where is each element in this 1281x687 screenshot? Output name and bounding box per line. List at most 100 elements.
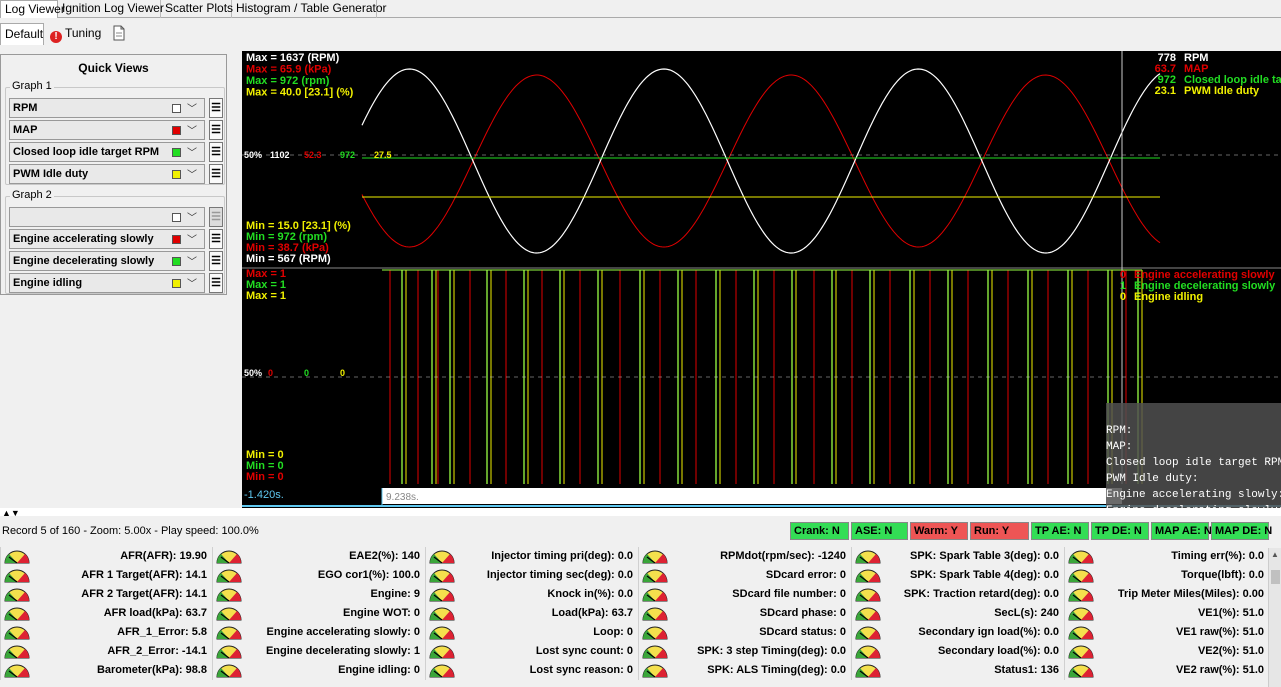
gauge-cell[interactable]: AFR_1_Error: 5.8	[0, 623, 211, 642]
gauge-cell[interactable]: AFR 1 Target(AFR): 14.1	[0, 566, 211, 585]
gauge-cell[interactable]: Engine decelerating slowly: 1	[212, 642, 424, 661]
gauge-cell[interactable]: VE2 raw(%): 51.0	[1064, 661, 1268, 680]
main-tab-bar: Log ViewerIgnition Log ViewerScatter Plo…	[0, 0, 1281, 18]
gauge-cell[interactable]: Knock in(%): 0.0	[425, 585, 637, 604]
chevron-down-icon[interactable]: ﹀	[187, 100, 197, 115]
color-swatch[interactable]	[172, 213, 181, 222]
gauge-label: Knock in(%): 0.0	[547, 588, 633, 600]
color-swatch[interactable]	[172, 257, 181, 266]
tab-tuning[interactable]: !Tuning	[46, 23, 105, 45]
tab-histogram-table-generator[interactable]: Histogram / Table Generator	[232, 0, 377, 18]
gauge-cell[interactable]: SDcard error: 0	[638, 566, 850, 585]
gauge-cell[interactable]: Engine idling: 0	[212, 661, 424, 680]
options-menu-icon[interactable]: ☰	[209, 273, 223, 293]
gauge-cell[interactable]: VE1(%): 51.0	[1064, 604, 1268, 623]
view-tab-bar: Default !Tuning	[0, 23, 1281, 45]
field-select[interactable]: Engine accelerating slowly﹀	[9, 229, 205, 249]
gauge-dial-icon	[642, 586, 668, 602]
gauge-cell[interactable]: AFR(AFR): 19.90	[0, 547, 211, 566]
options-menu-icon[interactable]: ☰	[209, 229, 223, 249]
field-select[interactable]: Closed loop idle target RPM﹀	[9, 142, 205, 162]
gauge-label: AFR 1 Target(AFR): 14.1	[81, 569, 207, 581]
gauge-cell[interactable]: Trip Meter Miles(Miles): 0.00	[1064, 585, 1268, 604]
scroll-up-icon[interactable]: ▲	[1271, 550, 1279, 559]
options-menu-icon[interactable]: ☰	[209, 98, 223, 118]
gauge-cell[interactable]: Status1: 136	[851, 661, 1063, 680]
gauge-cell[interactable]: SecL(s): 240	[851, 604, 1063, 623]
timeline-window[interactable]	[382, 488, 1122, 504]
gauge-cell[interactable]: SDcard file number: 0	[638, 585, 850, 604]
gauge-cell[interactable]: SPK: Spark Table 3(deg): 0.0	[851, 547, 1063, 566]
gauge-cell[interactable]: SPK: ALS Timing(deg): 0.0	[638, 661, 850, 680]
gauge-cell[interactable]: Engine WOT: 0	[212, 604, 424, 623]
color-swatch[interactable]	[172, 126, 181, 135]
field-select[interactable]: Engine idling﹀	[9, 273, 205, 293]
options-menu-icon[interactable]: ☰	[209, 142, 223, 162]
chevron-down-icon[interactable]: ﹀	[187, 253, 197, 268]
field-select[interactable]: MAP ﹀	[9, 120, 205, 140]
field-select[interactable]: ﹀	[9, 207, 205, 227]
gauge-cell[interactable]: Load(kPa): 63.7	[425, 604, 637, 623]
color-swatch[interactable]	[172, 235, 181, 244]
field-select[interactable]: RPM﹀	[9, 98, 205, 118]
gauge-cell[interactable]: Loop: 0	[425, 623, 637, 642]
options-menu-icon[interactable]: ☰	[209, 120, 223, 140]
collapse-arrows-icon[interactable]: ▲▼	[2, 508, 20, 518]
gauge-cell[interactable]: Timing err(%): 0.0	[1064, 547, 1268, 566]
gauge-cell[interactable]: EAE2(%): 140	[212, 547, 424, 566]
color-swatch[interactable]	[172, 279, 181, 288]
gauge-cell[interactable]: SDcard phase: 0	[638, 604, 850, 623]
gauge-cell[interactable]: Engine accelerating slowly: 0	[212, 623, 424, 642]
gauge-cell[interactable]: SPK: Traction retard(deg): 0.0	[851, 585, 1063, 604]
gauge-cell[interactable]: Secondary load(%): 0.0	[851, 642, 1063, 661]
tab-default[interactable]: Default	[0, 23, 44, 45]
gauge-cell[interactable]: Injector timing pri(deg): 0.0	[425, 547, 637, 566]
field-select-label: MAP	[13, 124, 37, 136]
chevron-down-icon[interactable]: ﹀	[187, 231, 197, 246]
options-menu-icon[interactable]: ☰	[209, 207, 223, 227]
gauge-cell[interactable]: SPK: 3 step Timing(deg): 0.0	[638, 642, 850, 661]
color-swatch[interactable]	[172, 170, 181, 179]
chevron-down-icon[interactable]: ﹀	[187, 166, 197, 181]
tab-add-view[interactable]	[108, 23, 130, 45]
gauge-cell[interactable]: EGO cor1(%): 100.0	[212, 566, 424, 585]
gauge-cell[interactable]: AFR load(kPa): 63.7	[0, 604, 211, 623]
quick-views-panel: Quick Views Graph 1 RPM﹀☰MAP﹀☰Closed loo…	[0, 54, 227, 295]
gauge-cell[interactable]: Engine: 9	[212, 585, 424, 604]
gauge-cell[interactable]: RPMdot(rpm/sec): -1240	[638, 547, 850, 566]
graph1-label: Graph 1	[10, 80, 54, 92]
gauge-cell[interactable]: VE2(%): 51.0	[1064, 642, 1268, 661]
gauge-row: Barometer(kPa): 98.8Engine idling: 0Lost…	[0, 661, 1281, 680]
graph1-max-label: Max = 65.9 (kPa)	[246, 64, 332, 76]
color-swatch[interactable]	[172, 148, 181, 157]
gauge-row: AFR 2 Target(AFR): 14.1Engine: 9 Knock in…	[0, 585, 1281, 604]
gauge-cell[interactable]: Injector timing sec(deg): 0.0	[425, 566, 637, 585]
gauge-cell[interactable]: SDcard status: 0	[638, 623, 850, 642]
gauge-cell[interactable]: Lost sync reason: 0	[425, 661, 637, 680]
field-select[interactable]: PWM Idle duty﹀	[9, 164, 205, 184]
gauge-cell[interactable]: Secondary ign load(%): 0.0	[851, 623, 1063, 642]
scroll-thumb[interactable]	[1271, 570, 1280, 584]
tab-scatter-plots[interactable]: Scatter Plots	[161, 0, 232, 18]
options-menu-icon[interactable]: ☰	[209, 251, 223, 271]
gauge-cell[interactable]: AFR_2_Error: -14.1	[0, 642, 211, 661]
tab-log-viewer[interactable]: Log Viewer	[0, 0, 58, 18]
chevron-down-icon[interactable]: ﹀	[187, 209, 197, 224]
gauge-label: VE2(%): 51.0	[1198, 645, 1264, 657]
field-select[interactable]: Engine decelerating slowly﹀	[9, 251, 205, 271]
options-menu-icon[interactable]: ☰	[209, 164, 223, 184]
gauge-cell[interactable]: VE1 raw(%): 51.0	[1064, 623, 1268, 642]
gauge-cell[interactable]: SPK: Spark Table 4(deg): 0.0	[851, 566, 1063, 585]
gauge-cell[interactable]: Torque(lbft): 0.0	[1064, 566, 1268, 585]
color-swatch[interactable]	[172, 104, 181, 113]
log-graph-area[interactable]: Max = 1637 (RPM)Max = 65.9 (kPa)Max = 97…	[242, 51, 1281, 508]
chevron-down-icon[interactable]: ﹀	[187, 144, 197, 159]
gauge-scrollbar[interactable]: ▲	[1268, 548, 1281, 687]
chevron-down-icon[interactable]: ﹀	[187, 275, 197, 290]
chevron-down-icon[interactable]: ﹀	[187, 122, 197, 137]
panel-splitter[interactable]: ▲▼	[0, 508, 1281, 516]
gauge-cell[interactable]: Lost sync count: 0	[425, 642, 637, 661]
gauge-cell[interactable]: Barometer(kPa): 98.8	[0, 661, 211, 680]
gauge-cell[interactable]: AFR 2 Target(AFR): 14.1	[0, 585, 211, 604]
tab-ignition-log-viewer[interactable]: Ignition Log Viewer	[58, 0, 161, 18]
